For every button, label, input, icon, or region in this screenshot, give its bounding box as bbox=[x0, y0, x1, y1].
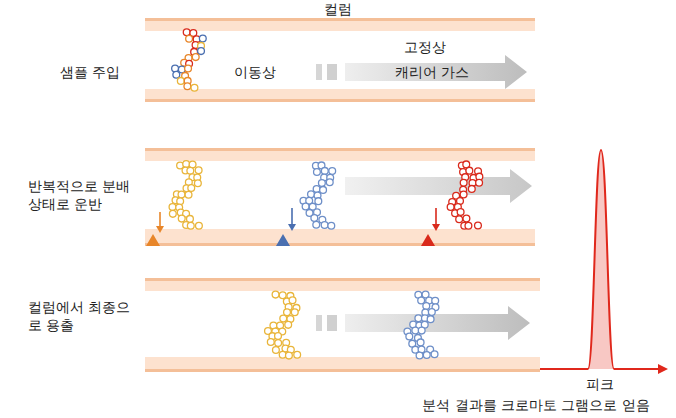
molecule-dot bbox=[172, 65, 179, 72]
molecule-dot bbox=[428, 309, 435, 316]
molecule-dot bbox=[285, 321, 292, 328]
molecule-dot bbox=[329, 168, 336, 175]
molecule-dot bbox=[418, 297, 425, 304]
molecule-dot bbox=[194, 180, 201, 187]
column-tube bbox=[145, 148, 535, 246]
molecule-dot bbox=[313, 186, 320, 193]
molecule-dot bbox=[465, 222, 472, 229]
column-tube bbox=[145, 278, 540, 372]
molecule-dot bbox=[267, 339, 274, 346]
molecule-dot bbox=[291, 309, 298, 316]
molecule-dot bbox=[457, 209, 464, 216]
molecule-dot bbox=[416, 352, 423, 359]
molecule-dot bbox=[417, 339, 424, 346]
molecule-dot bbox=[187, 222, 194, 229]
molecule-dot bbox=[184, 83, 191, 90]
molecule-dot bbox=[273, 347, 280, 354]
molecule-dot bbox=[328, 222, 335, 229]
molecule-dot bbox=[447, 204, 454, 211]
molecule-dot bbox=[275, 340, 282, 347]
molecule-dot bbox=[185, 65, 192, 72]
column-tube bbox=[145, 18, 535, 102]
molecule-dot bbox=[275, 333, 282, 340]
molecule-dot bbox=[321, 167, 328, 174]
molecule-dot bbox=[188, 185, 195, 192]
molecule-dot bbox=[321, 222, 328, 229]
molecule-dot bbox=[183, 29, 190, 36]
molecule-dot bbox=[186, 35, 193, 42]
molecule-dot bbox=[192, 54, 199, 61]
molecule-dot bbox=[187, 167, 194, 174]
molecule-dot bbox=[427, 316, 434, 323]
flow-arrow bbox=[316, 306, 530, 340]
molecule-dot bbox=[315, 198, 322, 205]
label: 샘플 주입 bbox=[60, 63, 120, 81]
molecule-dot bbox=[456, 216, 463, 223]
molecule-dot bbox=[460, 179, 467, 186]
molecule-dot bbox=[415, 315, 422, 322]
molecule-dot bbox=[187, 215, 194, 222]
molecule-dot bbox=[177, 77, 184, 84]
label: 캐리어 가스 bbox=[395, 63, 469, 81]
label: 피크 bbox=[586, 375, 614, 393]
molecule-dots bbox=[169, 29, 483, 359]
label: 분석 결과를 크로마토 그램으로 얻음 bbox=[422, 396, 650, 414]
molecule-dot bbox=[195, 167, 202, 174]
partition-marker bbox=[146, 208, 440, 246]
molecule-dot bbox=[169, 210, 176, 217]
molecule-dot bbox=[314, 169, 321, 176]
molecule-dot bbox=[178, 191, 185, 198]
molecule-dot bbox=[423, 303, 430, 310]
molecule-dot bbox=[311, 215, 318, 222]
molecule-dot bbox=[466, 167, 473, 174]
molecule-dot bbox=[198, 48, 205, 55]
label: 반복적으로 분배 상태로 운반 bbox=[28, 177, 146, 213]
molecule-dot bbox=[431, 351, 438, 358]
molecule-dot bbox=[289, 297, 296, 304]
molecule-dot bbox=[178, 215, 185, 222]
molecule-dot bbox=[475, 222, 482, 229]
label: 컬럼에서 최종으로 용출 bbox=[28, 298, 136, 334]
molecule-dot bbox=[406, 333, 413, 340]
chromatogram-peak bbox=[540, 150, 668, 374]
molecule-dot bbox=[313, 221, 320, 228]
molecule-dot bbox=[468, 185, 475, 192]
molecule-dot bbox=[294, 351, 301, 358]
label: 고정상 bbox=[404, 38, 446, 56]
molecule-dot bbox=[196, 222, 203, 229]
flow-arrow bbox=[345, 169, 532, 203]
molecule-dot bbox=[279, 292, 286, 299]
molecule-dot bbox=[284, 309, 291, 316]
molecule-dot bbox=[286, 352, 293, 359]
molecule-dot bbox=[272, 291, 279, 298]
molecule-dot bbox=[318, 180, 325, 187]
molecule-dot bbox=[432, 297, 439, 304]
flow-arrow bbox=[316, 55, 527, 89]
molecule-dot bbox=[476, 179, 483, 186]
label: 이동상 bbox=[234, 63, 276, 81]
molecule-dot bbox=[320, 187, 327, 194]
title: 컬럼 bbox=[324, 0, 352, 18]
molecule-dot bbox=[418, 327, 425, 334]
molecule-dot bbox=[173, 71, 180, 78]
molecule-dot bbox=[191, 84, 198, 91]
molecule-dot bbox=[423, 352, 430, 359]
molecule-dot bbox=[463, 215, 470, 222]
molecule-dot bbox=[169, 204, 176, 211]
molecule-dot bbox=[302, 203, 309, 210]
molecule-dot bbox=[280, 315, 287, 322]
molecule-dot bbox=[326, 179, 333, 186]
molecule-dot bbox=[199, 35, 206, 42]
molecule-dot bbox=[185, 191, 192, 198]
molecule-dot bbox=[460, 191, 467, 198]
